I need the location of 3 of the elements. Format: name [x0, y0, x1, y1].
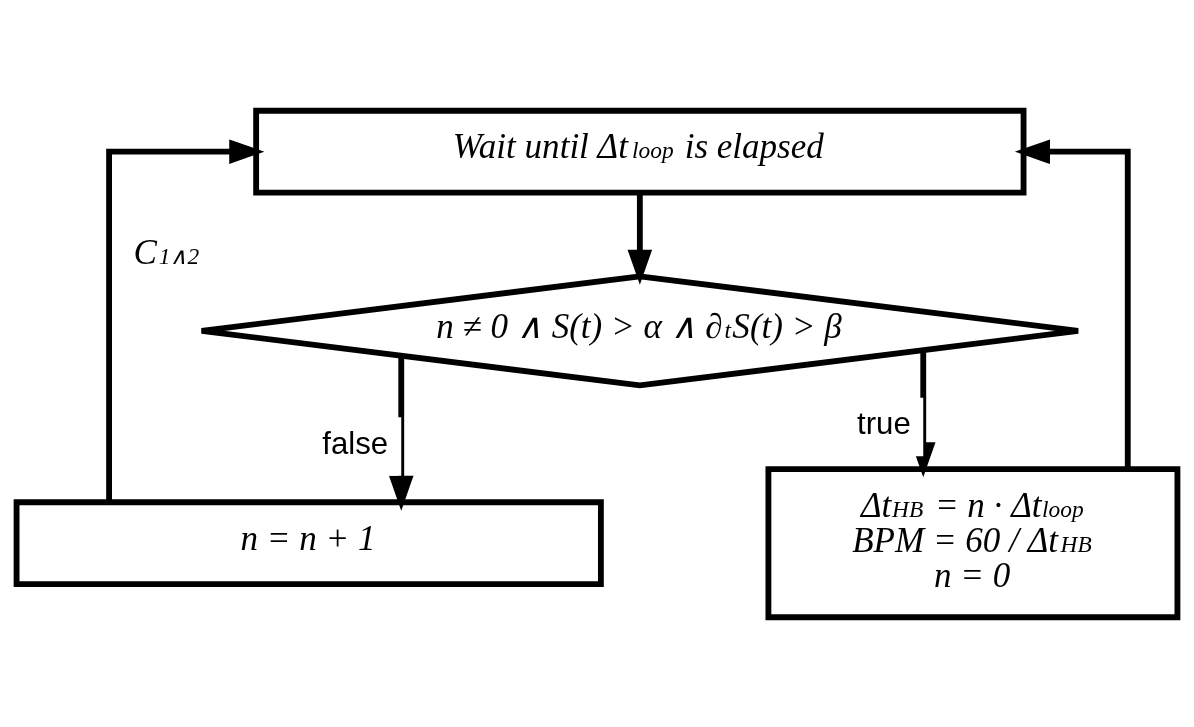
edge-label: false	[322, 425, 389, 461]
edge-label: true	[857, 405, 911, 441]
node-label: C1∧2	[133, 232, 200, 271]
